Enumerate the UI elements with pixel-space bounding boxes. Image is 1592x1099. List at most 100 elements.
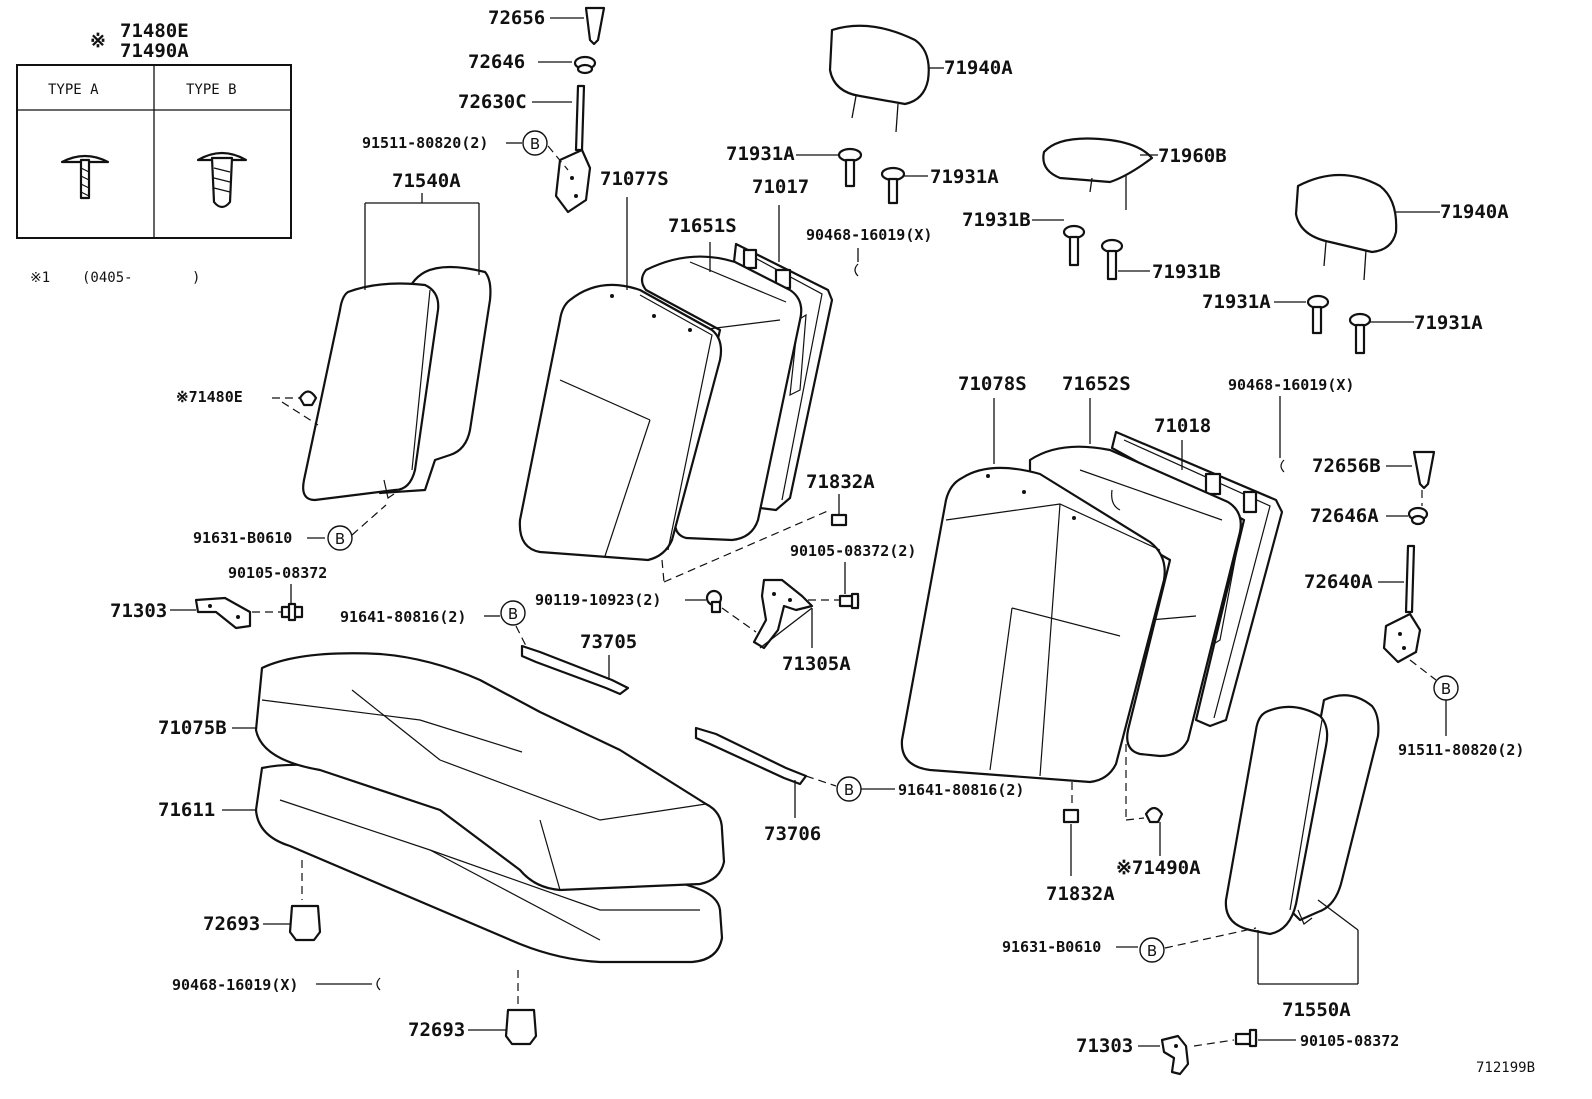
svg-text:B: B bbox=[508, 605, 518, 623]
figure-id: 712199B bbox=[1476, 1060, 1535, 1076]
seatback-pad-71652s-shape bbox=[1028, 445, 1242, 758]
label-71490a: ※71490A bbox=[1116, 857, 1201, 879]
stopper-72693-b-icon bbox=[504, 1008, 538, 1046]
label-71078s: 71078S bbox=[958, 373, 1027, 395]
label-71480e: ※71480E bbox=[176, 388, 243, 406]
label-71303-left: 71303 bbox=[110, 600, 167, 622]
clip-90468-bottom-icon bbox=[376, 977, 381, 991]
grommet-71832a-top-icon bbox=[830, 513, 848, 527]
label-73706: 73706 bbox=[764, 823, 821, 845]
label-71931a-4: 71931A bbox=[1414, 312, 1483, 334]
guide-71931a-1-icon bbox=[837, 147, 863, 188]
seatback-cover-71077s-shape bbox=[518, 283, 723, 562]
clip-type-b-icon bbox=[196, 151, 248, 209]
label-71651s: 71651S bbox=[668, 215, 737, 237]
svg-text:B: B bbox=[530, 135, 540, 153]
clip-71490a-icon bbox=[1144, 806, 1164, 824]
headrest-71960b-shape bbox=[1042, 137, 1154, 210]
legend-mark: ※ bbox=[90, 30, 106, 52]
label-71077s: 71077S bbox=[600, 168, 669, 190]
label-90105-right: 90105-08372 bbox=[1300, 1032, 1399, 1050]
label-72693-b: 72693 bbox=[408, 1019, 465, 1041]
knob-72656-icon bbox=[584, 6, 606, 46]
side-bolster-right-shape bbox=[1224, 694, 1380, 936]
label-91641-top: 91641-80816(2) bbox=[340, 608, 466, 626]
guide-71931a-3-icon bbox=[1306, 294, 1330, 335]
label-71931a-2: 71931A bbox=[930, 166, 999, 188]
hinge-71305a-icon bbox=[752, 578, 814, 650]
label-72630c: 72630C bbox=[458, 91, 527, 113]
label-71017: 71017 bbox=[752, 176, 809, 198]
bubble-b-right: B bbox=[1433, 675, 1459, 701]
label-73705: 73705 bbox=[580, 631, 637, 653]
svg-text:B: B bbox=[335, 530, 345, 548]
guide-71931b-2-icon bbox=[1100, 238, 1124, 281]
stopper-72693-a-icon bbox=[288, 904, 322, 942]
label-91631-right: 91631-B0610 bbox=[1002, 938, 1101, 956]
bolt-90119-icon bbox=[705, 589, 723, 614]
label-71931a-1: 71931A bbox=[726, 143, 795, 165]
lock-72640a-icon bbox=[1382, 544, 1422, 664]
bubble-b-mid-right: B bbox=[836, 776, 862, 802]
bracket-71303-left-icon bbox=[194, 596, 252, 630]
seatback-pad-71651s-shape bbox=[640, 255, 803, 542]
label-90468-bottom: 90468-16019(X) bbox=[172, 976, 298, 994]
bubble-b-left: B bbox=[327, 525, 353, 551]
label-91631-left: 91631-B0610 bbox=[193, 529, 292, 547]
seat-cover-71075b-shape bbox=[254, 652, 726, 892]
side-bolster-left-shape bbox=[302, 265, 492, 502]
bolt-90105-mid-icon bbox=[838, 592, 860, 610]
label-90105-mid: 90105-08372(2) bbox=[790, 542, 916, 560]
label-71075b: 71075B bbox=[158, 717, 227, 739]
label-71540a: 71540A bbox=[392, 170, 461, 192]
legend-note-mark: ※1 bbox=[30, 270, 50, 286]
guide-71931a-4-icon bbox=[1348, 312, 1372, 355]
label-71940a-right: 71940A bbox=[1440, 201, 1509, 223]
label-71832a-bottom: 71832A bbox=[1046, 883, 1115, 905]
label-90468-mid: 90468-16019(X) bbox=[806, 226, 932, 244]
legend-type-a: TYPE A bbox=[48, 82, 99, 98]
svg-text:B: B bbox=[1441, 680, 1451, 698]
seatback-cover-71078s-shape bbox=[900, 466, 1166, 784]
label-72693-a: 72693 bbox=[203, 913, 260, 935]
label-72656: 72656 bbox=[488, 7, 545, 29]
label-71611: 71611 bbox=[158, 799, 215, 821]
label-71305a: 71305A bbox=[782, 653, 851, 675]
label-71931b-2: 71931B bbox=[1152, 261, 1221, 283]
bezel-72646-icon bbox=[573, 55, 597, 75]
legend-note-range: (0405- bbox=[82, 270, 133, 286]
bubble-b-bottom: B bbox=[1139, 937, 1165, 963]
bracket-71303-right-icon bbox=[1160, 1034, 1190, 1076]
label-72640a: 72640A bbox=[1304, 571, 1373, 593]
knob-72656b-icon bbox=[1412, 450, 1436, 490]
label-91641-bottom: 91641-80816(2) bbox=[898, 781, 1024, 799]
clip-90468-mid-icon bbox=[854, 263, 859, 277]
guide-71931b-1-icon bbox=[1062, 224, 1086, 267]
guide-71931a-2-icon bbox=[880, 166, 906, 205]
headrest-71940a-right-shape bbox=[1294, 173, 1398, 281]
label-71652s: 71652S bbox=[1062, 373, 1131, 395]
legend-type-b: TYPE B bbox=[186, 82, 237, 98]
label-71018: 71018 bbox=[1154, 415, 1211, 437]
label-90468-right: 90468-16019(X) bbox=[1228, 376, 1354, 394]
legend-part-1: 71480E bbox=[120, 20, 189, 42]
label-91511-right: 91511-80820(2) bbox=[1398, 741, 1524, 759]
grommet-71832a-bottom-icon bbox=[1062, 808, 1080, 824]
clip-90468-right-icon bbox=[1280, 459, 1285, 473]
label-90105-left: 90105-08372 bbox=[228, 564, 327, 582]
label-72656b: 72656B bbox=[1312, 455, 1381, 477]
bolt-90105-left-icon bbox=[280, 602, 304, 622]
label-72646a: 72646A bbox=[1310, 505, 1379, 527]
label-71303-right: 71303 bbox=[1076, 1035, 1133, 1057]
label-71931b-1: 71931B bbox=[962, 209, 1031, 231]
label-90119: 90119-10923(2) bbox=[535, 591, 661, 609]
legend-note-close: ) bbox=[192, 270, 200, 286]
clip-type-a-icon bbox=[60, 154, 110, 200]
bubble-b-mid-left: B bbox=[500, 600, 526, 626]
label-71940a-top: 71940A bbox=[944, 57, 1013, 79]
label-71931a-3: 71931A bbox=[1202, 291, 1271, 313]
cable-73706-icon bbox=[694, 726, 808, 786]
label-71550a: 71550A bbox=[1282, 999, 1351, 1021]
lock-72630c-icon bbox=[554, 84, 592, 214]
legend-part-2: 71490A bbox=[120, 40, 189, 62]
